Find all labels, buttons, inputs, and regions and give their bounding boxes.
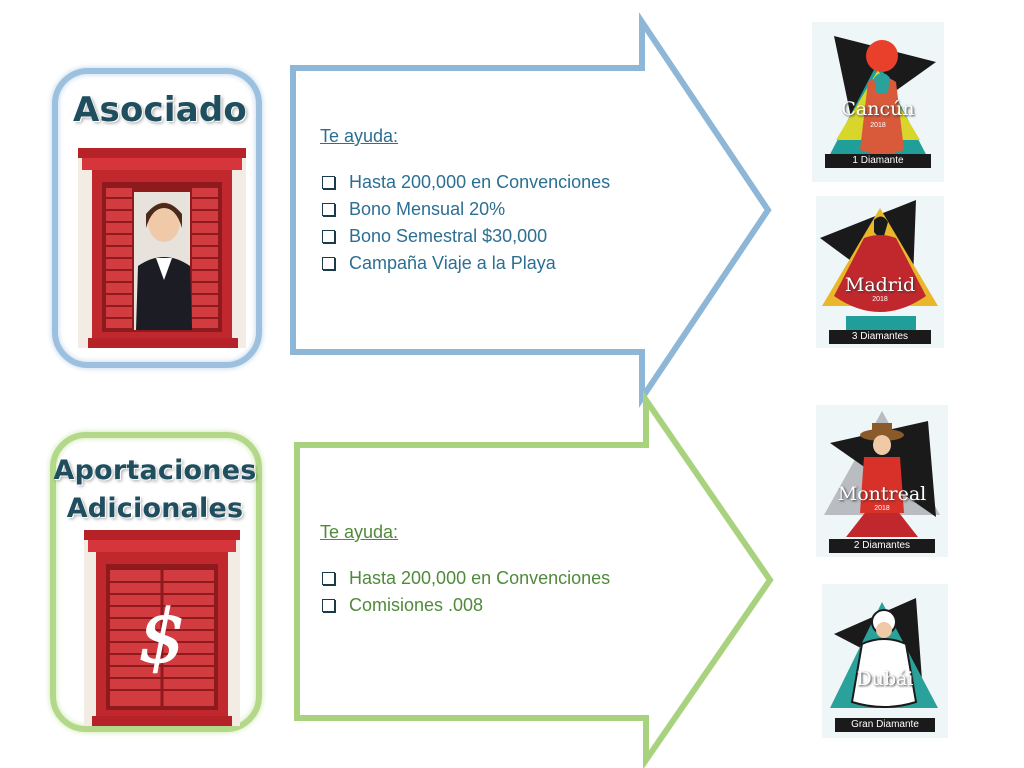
badge-montreal-year: 2018 [874, 505, 890, 512]
badge-montreal-level: 2 Diamantes [829, 539, 935, 553]
list-item: Comisiones .008 [320, 592, 610, 619]
asociado-benefits-list: Hasta 200,000 en Convenciones Bono Mensu… [320, 169, 610, 277]
asociado-heading: Asociado [73, 90, 247, 130]
badge-madrid: Madrid 2018 3 Diamantes [816, 196, 944, 348]
dubai-artwork [830, 598, 938, 708]
dollar-symbol: $ [138, 594, 185, 680]
badge-dubai: Dubái 2018 Gran Diamante [822, 584, 948, 738]
badge-montreal: Montreal 2018 2 Diamantes [816, 405, 948, 557]
badge-cancun-level: 1 Diamante [825, 154, 931, 168]
list-item: Bono Mensual 20% [320, 196, 610, 223]
montreal-artwork [824, 411, 940, 537]
list-item: Campaña Viaje a la Playa [320, 250, 610, 277]
window-dollar-image: $ [84, 530, 240, 726]
aportaciones-panel-title: Te ayuda: [320, 522, 399, 542]
aportaciones-frame [50, 432, 262, 732]
aportaciones-heading-line2: Adicionales [66, 493, 244, 524]
checkbox-bullet-icon [322, 599, 335, 612]
list-item: Bono Semestral $30,000 [320, 223, 610, 250]
aportaciones-heading: Aportaciones Adicionales [50, 452, 260, 528]
aportaciones-heading-line1: Aportaciones [53, 455, 257, 486]
badge-cancun-year: 2018 [870, 122, 886, 129]
window-person-image [78, 148, 246, 348]
badge-montreal-city: Montreal [837, 483, 927, 505]
checkbox-bullet-icon [322, 176, 335, 189]
checkbox-bullet-icon [322, 203, 335, 216]
asociado-panel-title: Te ayuda: [320, 126, 399, 146]
badge-dubai-year: 2018 [877, 690, 893, 697]
badge-madrid-year: 2018 [872, 296, 888, 303]
list-item: Hasta 200,000 en Convenciones [320, 565, 610, 592]
cancun-artwork [826, 36, 936, 162]
aportaciones-benefits-panel: Te ayuda: Hasta 200,000 en Convenciones … [320, 522, 610, 619]
arrow-aportaciones [294, 390, 774, 768]
madrid-artwork [820, 200, 938, 336]
badge-madrid-city: Madrid [844, 274, 916, 296]
badge-dubai-city: Dubái [856, 668, 914, 690]
badge-madrid-level: 3 Diamantes [828, 330, 932, 344]
badge-cancun: Cancún 2018 1 Diamante [812, 22, 944, 182]
badge-dubai-level: Gran Diamante [834, 718, 936, 732]
asociado-benefits-panel: Te ayuda: Hasta 200,000 en Convenciones … [320, 126, 610, 277]
arrow-asociado [290, 12, 772, 408]
checkbox-bullet-icon [322, 572, 335, 585]
checkbox-bullet-icon [322, 230, 335, 243]
badge-cancun-city: Cancún [841, 98, 915, 120]
asociado-frame [52, 68, 262, 368]
list-item: Hasta 200,000 en Convenciones [320, 169, 610, 196]
aportaciones-benefits-list: Hasta 200,000 en Convenciones Comisiones… [320, 565, 610, 619]
checkbox-bullet-icon [322, 257, 335, 270]
